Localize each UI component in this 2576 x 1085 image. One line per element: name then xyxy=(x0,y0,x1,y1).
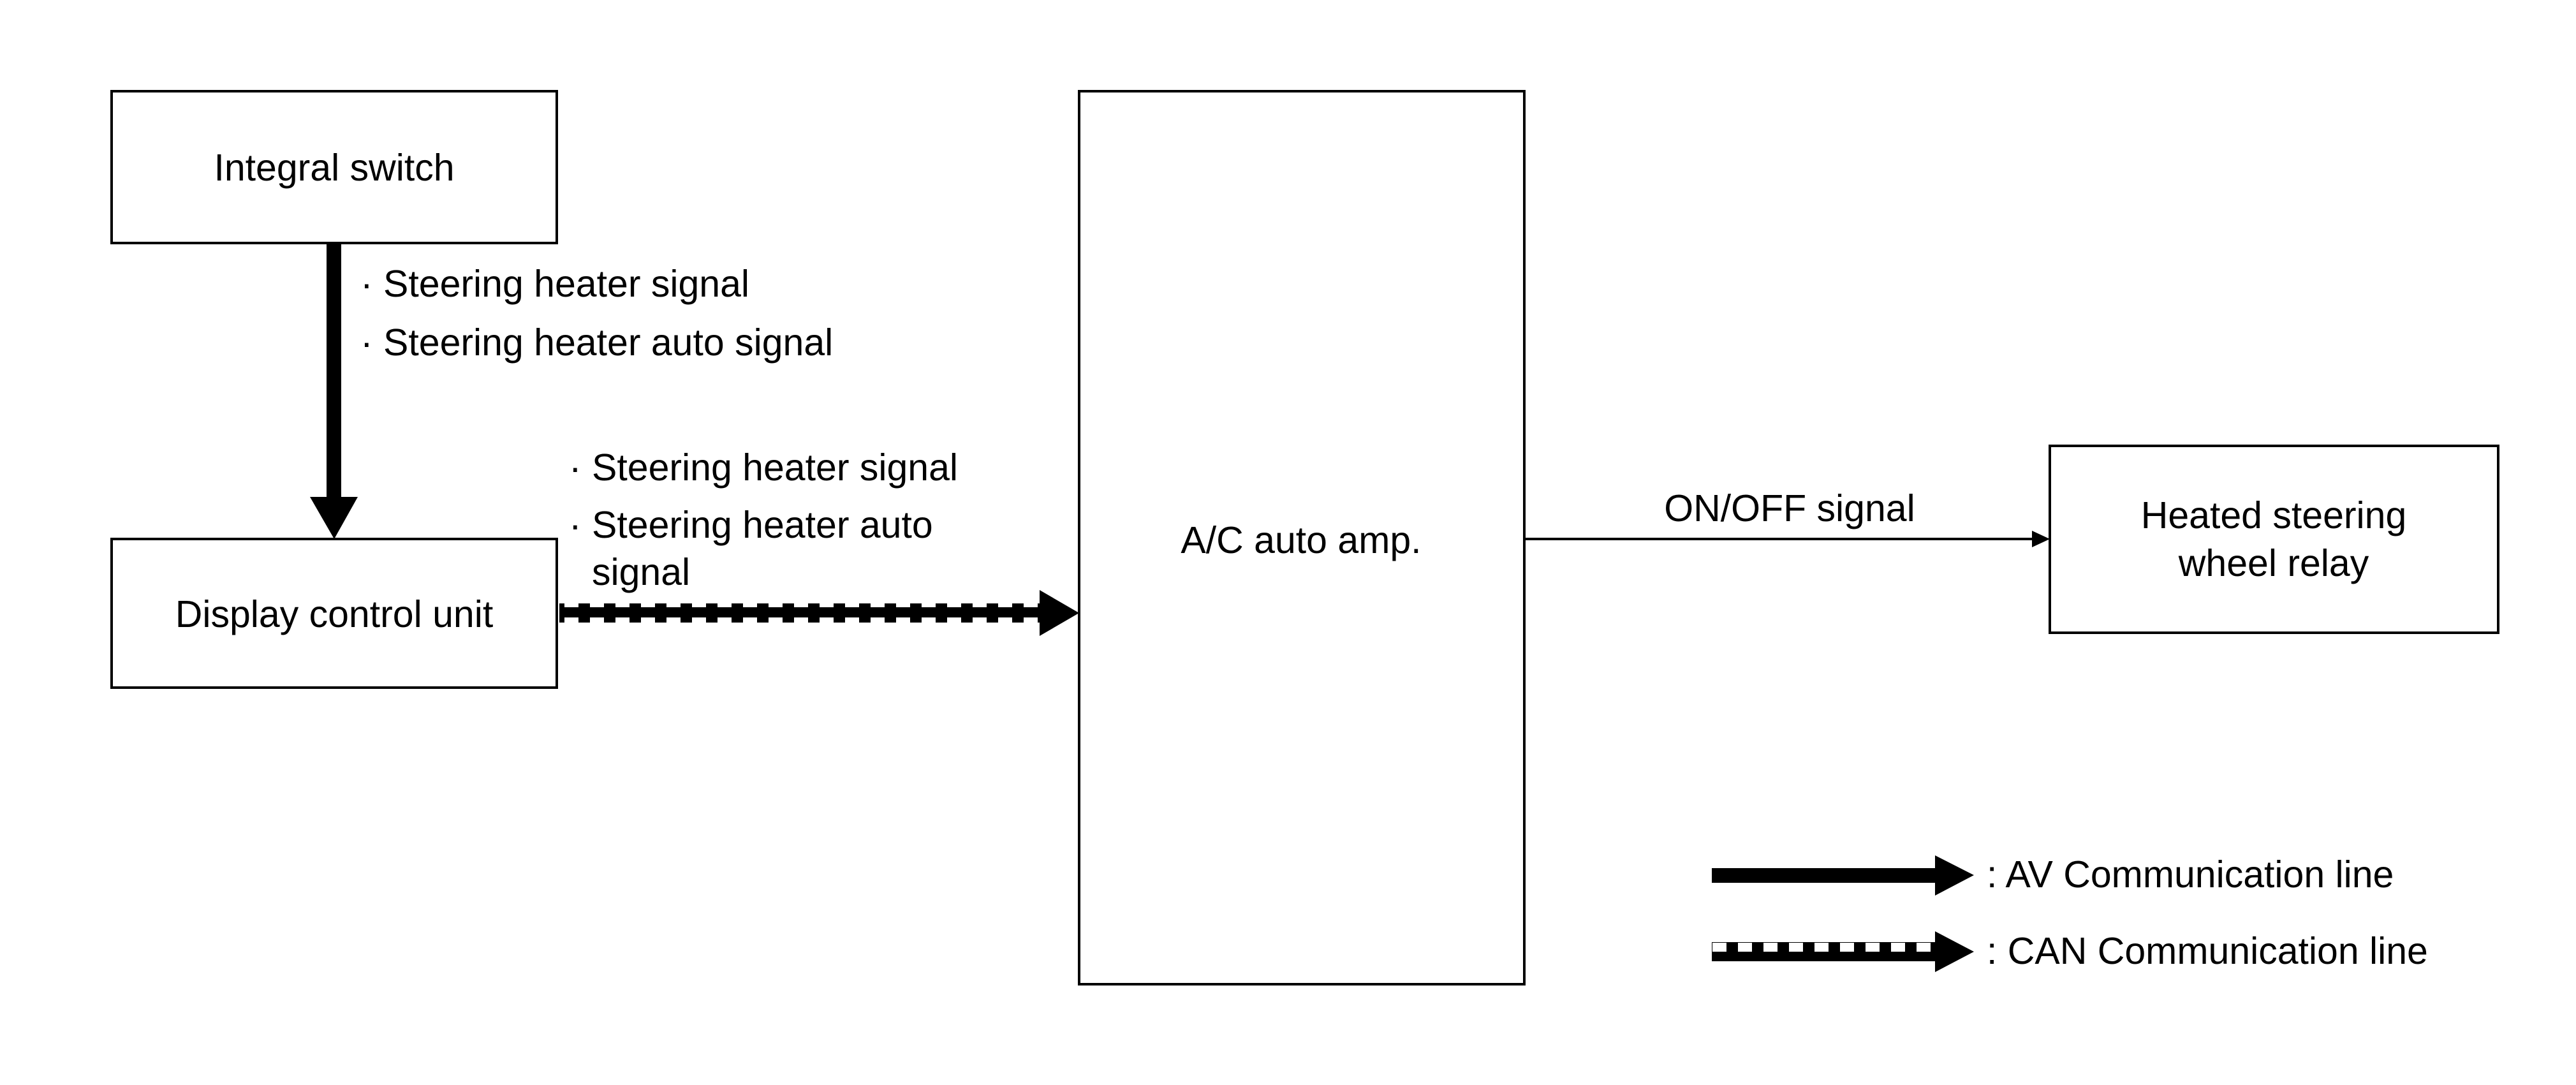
heated-steering-wheel-relay-block: Heated steering wheel relay xyxy=(2049,445,2499,634)
ac-auto-amp-label: A/C auto amp. xyxy=(1181,519,1421,561)
legend-can-label: : CAN Communication line xyxy=(1987,930,2428,972)
onoff-signal-label: ON/OFF signal xyxy=(1664,487,1915,529)
signal-switch-dcu-line2: · Steering heater auto signal xyxy=(360,321,833,364)
display-control-unit-label: Display control unit xyxy=(175,593,493,635)
can-arrowhead-right-icon xyxy=(1040,590,1079,636)
av-line-shaft xyxy=(327,243,341,499)
legend-can-item: : CAN Communication line xyxy=(1712,930,2428,972)
heated-steering-wheel-relay-label-line1: Heated steering xyxy=(2141,494,2407,536)
legend-can-line-sample xyxy=(1712,942,1938,961)
heated-steering-wheel-relay-label-line2: wheel relay xyxy=(2178,542,2369,584)
legend-av-label: : AV Communication line xyxy=(1987,853,2394,896)
legend-can-arrowhead-icon xyxy=(1935,931,1974,972)
signal-dcu-amp-line2: · Steering heater auto xyxy=(569,504,933,546)
integral-switch-box xyxy=(110,90,558,244)
ac-auto-amp-block: A/C auto amp. xyxy=(1078,90,1526,985)
display-control-unit-box xyxy=(110,538,558,689)
av-arrow-switch-to-dcu xyxy=(310,243,358,539)
heated-steering-wheel-relay-box xyxy=(2049,445,2499,634)
signal-switch-dcu-line1: · Steering heater signal xyxy=(360,263,749,305)
integral-switch-label: Integral switch xyxy=(214,147,454,189)
can-line-shaft xyxy=(559,603,1042,623)
legend-av-item: : AV Communication line xyxy=(1712,853,2394,896)
signal-dcu-amp-line3: signal xyxy=(592,551,690,593)
legend-av-line-sample xyxy=(1712,868,1938,883)
display-control-unit-block: Display control unit xyxy=(110,538,558,689)
ac-auto-amp-box xyxy=(1078,90,1526,985)
signal-dcu-amp-line1: · Steering heater signal xyxy=(569,447,958,489)
legend-av-arrowhead-icon xyxy=(1935,855,1974,896)
onoff-arrow-amp-to-relay xyxy=(1524,531,2050,547)
onoff-arrowhead-right-icon xyxy=(2032,531,2050,547)
can-arrow-dcu-to-amp xyxy=(559,590,1079,636)
integral-switch-block: Integral switch xyxy=(110,90,558,244)
legend: : AV Communication line : CAN Communicat… xyxy=(1712,853,2428,972)
av-arrowhead-down-icon xyxy=(310,497,358,539)
